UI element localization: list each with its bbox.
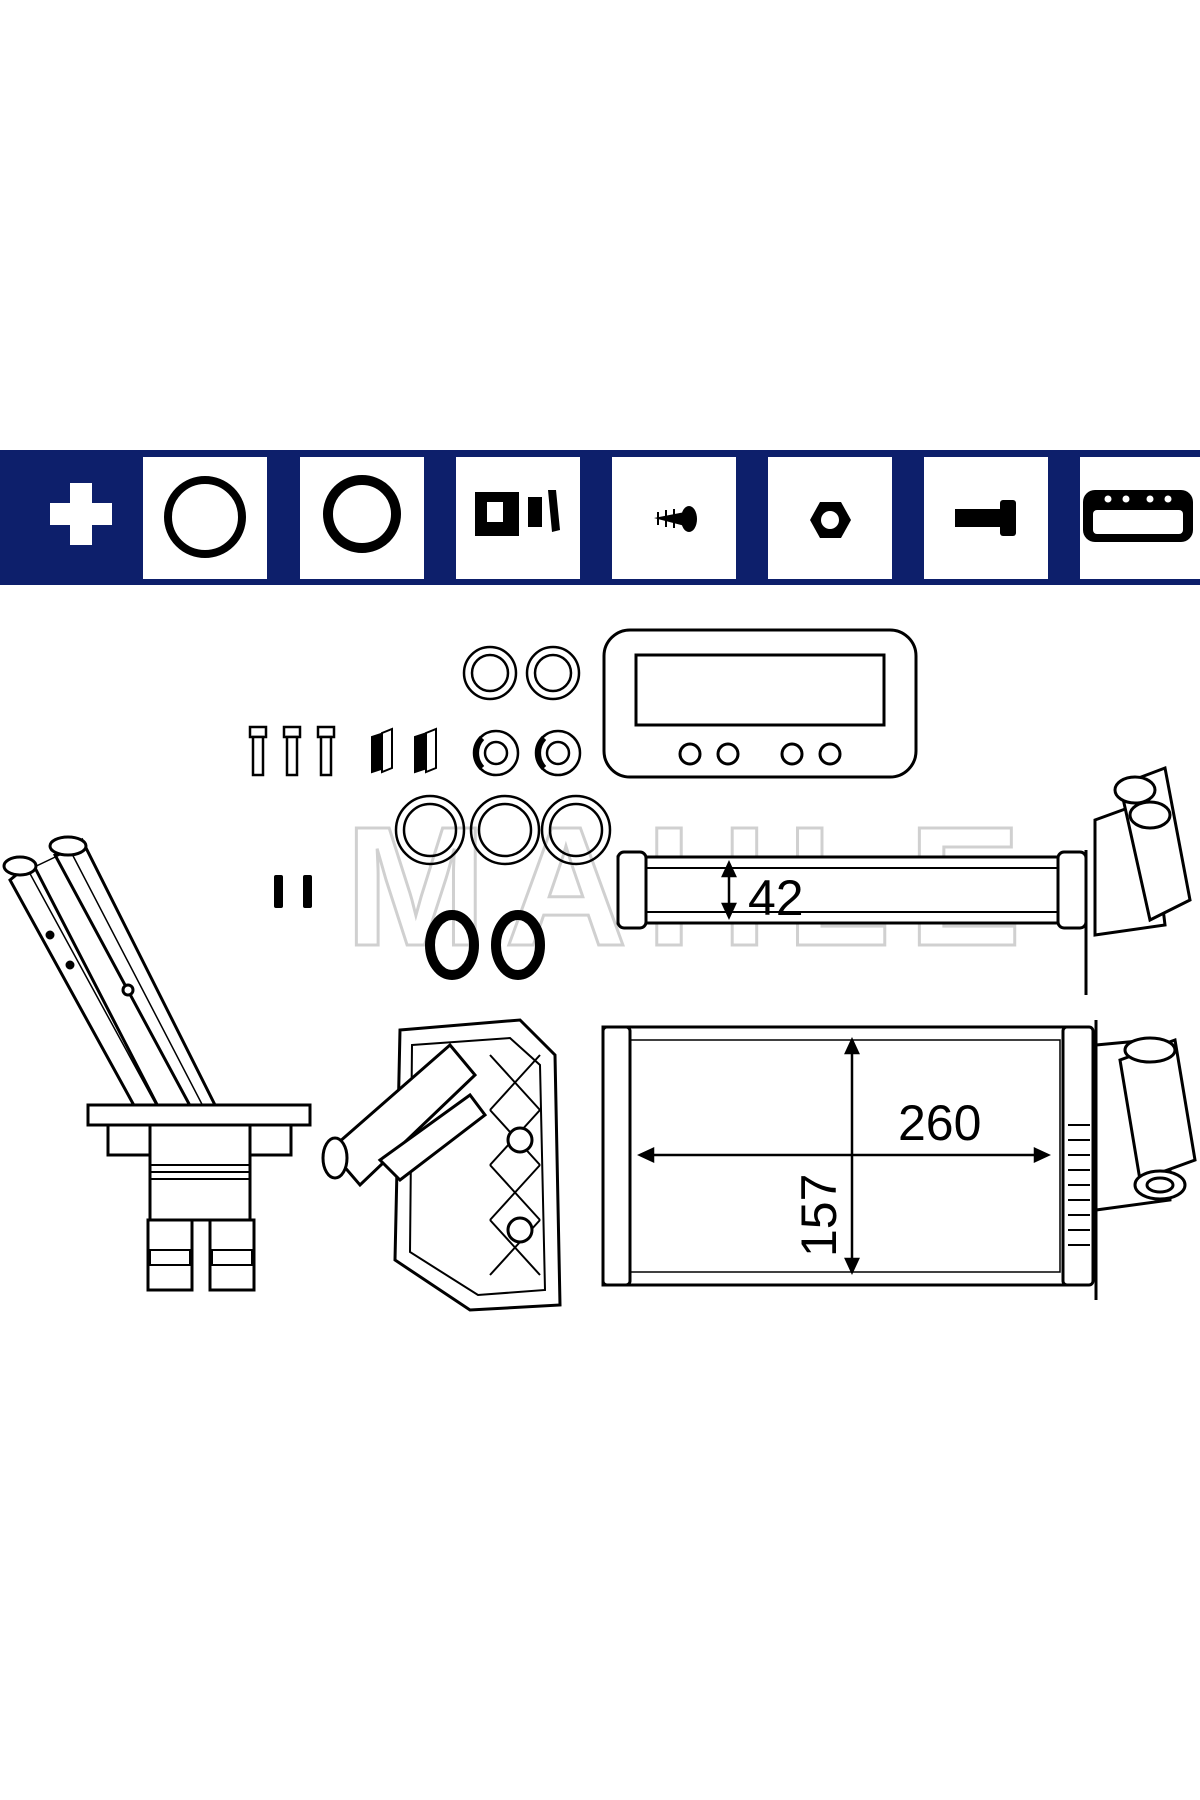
pipe-assembly: [2, 835, 312, 1292]
bolt-set: [248, 725, 336, 777]
nut-icon: [810, 502, 851, 538]
icon-tile: [143, 457, 267, 579]
end-tank-housing: [321, 1018, 562, 1312]
bolt-icon: [955, 500, 1016, 536]
connector-threads: [150, 1164, 250, 1180]
clip-icon: [475, 490, 560, 536]
seal-ring: [425, 910, 545, 980]
depth-dimension: [721, 860, 737, 920]
depth-dimension-label: 42: [748, 870, 804, 926]
small-screw-set: [274, 875, 312, 908]
heater-core-top-view: [616, 765, 1192, 995]
gasket-frame: [602, 628, 918, 779]
o-ring-icon: [323, 475, 401, 553]
o-ring: [469, 794, 541, 866]
height-dimension-label: 157: [791, 1174, 847, 1257]
o-ring: [394, 794, 466, 866]
icon-strip: [0, 450, 1200, 585]
gasket-icon: [1083, 490, 1193, 542]
height-dimension: [844, 1037, 860, 1275]
width-dimension: [637, 1147, 1051, 1163]
o-ring: [462, 645, 518, 701]
clip-set: [371, 727, 437, 774]
o-ring: [525, 645, 581, 701]
screw-icon: [654, 506, 697, 532]
bolt: [316, 725, 336, 777]
o-ring: [540, 794, 612, 866]
width-dimension-label: 260: [898, 1095, 981, 1151]
o-ring-large-icon: [164, 476, 246, 558]
bolt: [248, 725, 268, 777]
fin-ribs: [1068, 1124, 1090, 1246]
grommet: [534, 729, 582, 777]
grommet: [472, 729, 520, 777]
bolt: [282, 725, 302, 777]
plus-icon: [50, 483, 112, 545]
heater-core-front-view: [601, 1020, 1197, 1300]
o-ring-set: [394, 645, 612, 980]
